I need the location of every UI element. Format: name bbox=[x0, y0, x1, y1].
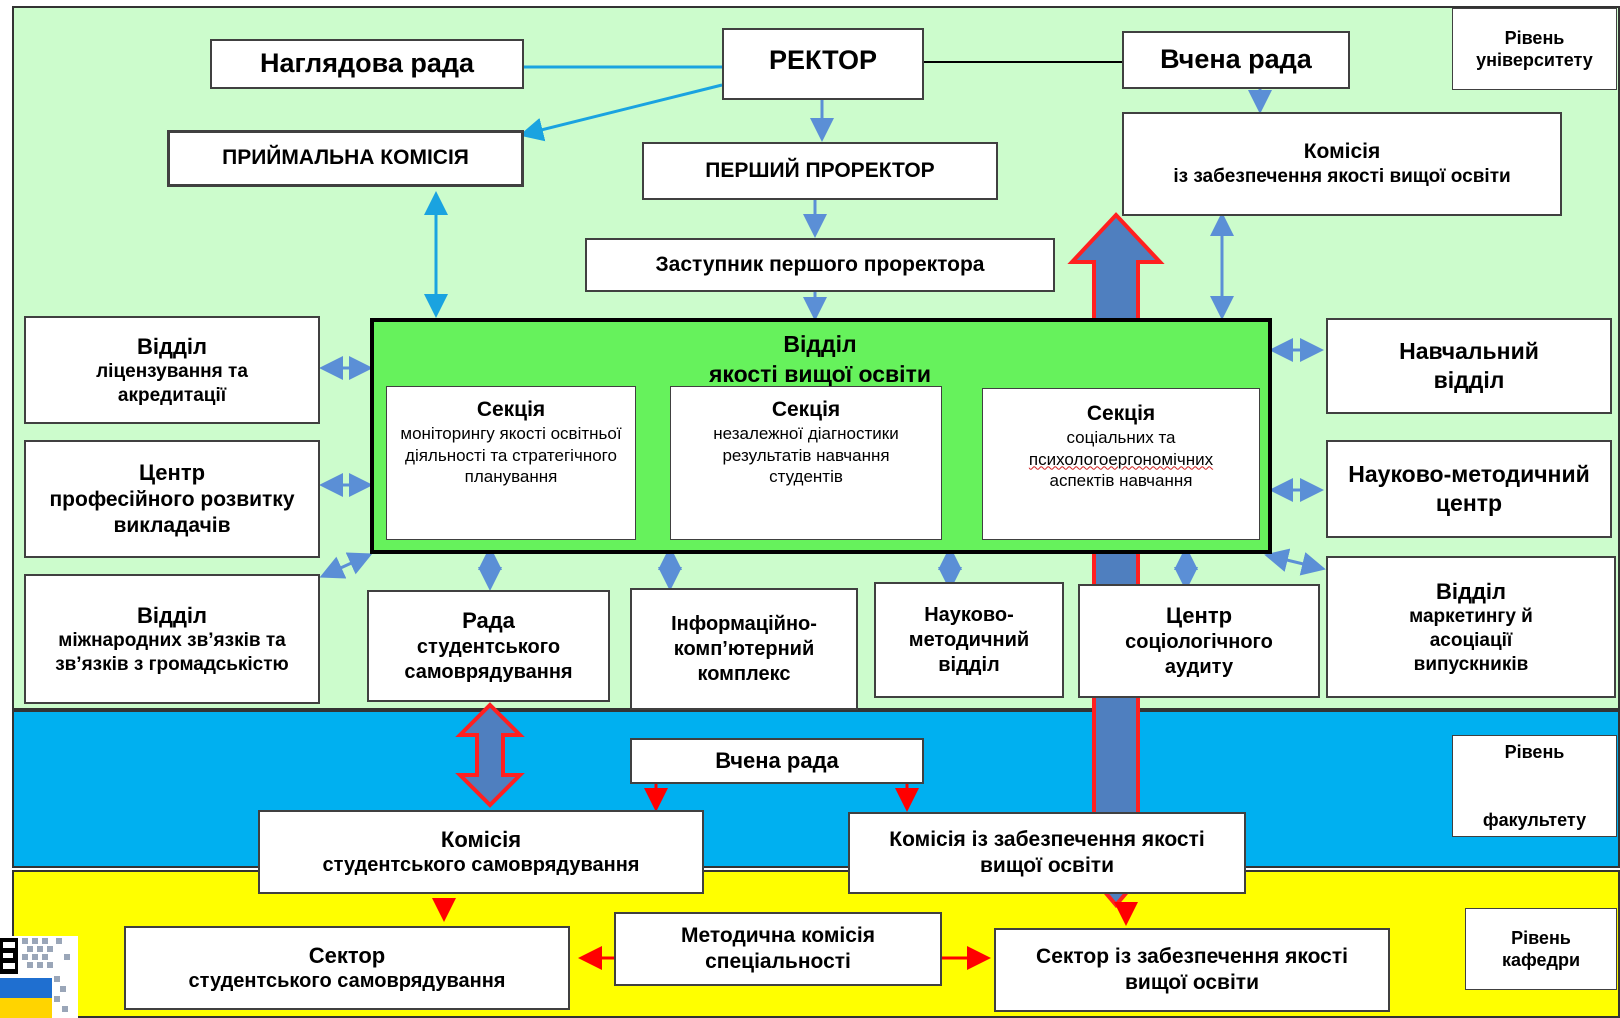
student-double-arrow bbox=[455, 702, 525, 808]
student-self-government-commission: Комісія студентського самоврядування bbox=[258, 810, 704, 894]
academic-council-university: Вчена рада bbox=[1122, 31, 1350, 89]
university-level-label: Рівень університету bbox=[1452, 8, 1617, 90]
section-social: Секція соціальних та психологоергономічн… bbox=[982, 388, 1260, 540]
section-monitoring: Секція моніторингу якості освітньої діял… bbox=[386, 386, 636, 540]
student-self-government-sector: Сектор студентського самоврядування bbox=[124, 926, 570, 1010]
deputy-first-vice-rector: Заступник першого проректора bbox=[585, 238, 1055, 292]
faculty-level-label: Рівень факультету bbox=[1452, 735, 1617, 837]
supervisory-board: Наглядова рада bbox=[210, 39, 524, 89]
quality-commission-faculty: Комісія із забезпечення якості вищої осв… bbox=[848, 812, 1246, 894]
academic-council-faculty: Вчена рада bbox=[630, 738, 924, 784]
methodical-commission: Методична комісія спеціальності bbox=[614, 912, 942, 986]
rector: РЕКТОР bbox=[722, 28, 924, 100]
quality-department-title: Відділ якості вищої освіти bbox=[640, 330, 1000, 391]
admissions-commission: ПРИЙМАЛЬНА КОМІСІЯ bbox=[167, 130, 524, 187]
scientific-methodical-center: Науково-методичний центр bbox=[1326, 440, 1612, 538]
scientific-methodical-department: Науково-методичний відділ bbox=[874, 582, 1064, 698]
academic-department: Навчальний відділ bbox=[1326, 318, 1612, 414]
licensing-department: Відділ ліцензування та акредитації bbox=[24, 316, 320, 424]
international-relations-department: Відділ міжнародних зв’язків та зв’язків … bbox=[24, 574, 320, 704]
logo bbox=[0, 936, 78, 1018]
info-computer-complex: Інформаційно-комп’ютерний комплекс bbox=[630, 588, 858, 710]
professional-development-center: Центр професійного розвитку викладачів bbox=[24, 440, 320, 558]
first-vice-rector: ПЕРШИЙ ПРОРЕКТОР bbox=[642, 142, 998, 200]
quality-assurance-sector: Сектор із забезпечення якості вищої осві… bbox=[994, 928, 1390, 1012]
student-council: Рада студентського самоврядування bbox=[367, 590, 610, 702]
section-diagnostics: Секція незалежної діагностики результаті… bbox=[670, 386, 942, 540]
marketing-department: Відділ маркетингу й асоціації випускникі… bbox=[1326, 556, 1616, 698]
sociological-audit-center: Центр соціологічного аудиту bbox=[1078, 584, 1320, 698]
ukraine-flag-icon bbox=[0, 936, 78, 1018]
department-level-label: Рівень кафедри bbox=[1465, 908, 1617, 990]
quality-commission-university: Комісія із забезпечення якості вищої осв… bbox=[1122, 112, 1562, 216]
